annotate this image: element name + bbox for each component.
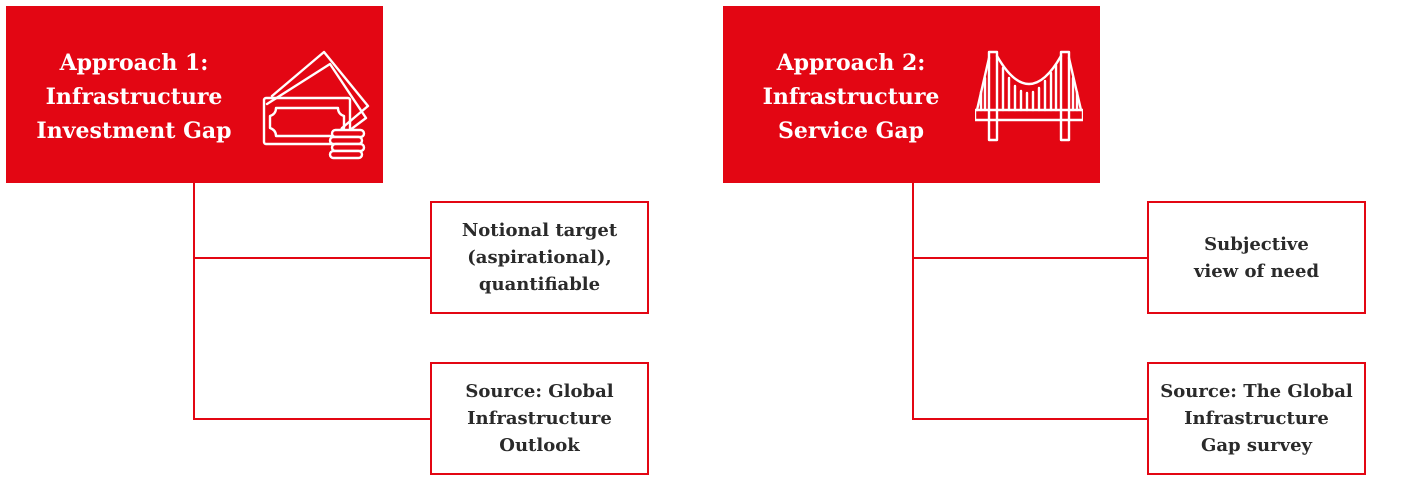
approach-2-trunk-line bbox=[912, 183, 914, 419]
approach-1-target-text: Notional target (aspirational), quantifi… bbox=[461, 220, 618, 295]
approach-2-need-text: Subjective view of need bbox=[1193, 233, 1320, 282]
approach-2-branch-line-2 bbox=[912, 418, 1148, 420]
approach-1-header: Approach 1: Infrastructure Investment Ga… bbox=[6, 6, 383, 183]
approach-2-header: Approach 2: Infrastructure Service Gap bbox=[723, 6, 1100, 183]
approach-2-branch-line-1 bbox=[912, 257, 1148, 259]
approach-1-source-box: Source: Global Infrastructure Outlook bbox=[430, 362, 649, 475]
approach-1-trunk-line bbox=[193, 183, 195, 419]
approach-1-branch-line-2 bbox=[193, 418, 431, 420]
bridge-icon bbox=[975, 50, 1083, 142]
approach-1-branch-line-1 bbox=[193, 257, 431, 259]
approach-2-source-text: Source: The Global Infrastructure Gap su… bbox=[1160, 381, 1353, 456]
approach-1-target-box: Notional target (aspirational), quantifi… bbox=[430, 201, 649, 314]
approach-1-source-text: Source: Global Infrastructure Outlook bbox=[465, 381, 614, 456]
approach-1-title: Approach 1: Infrastructure Investment Ga… bbox=[36, 50, 232, 144]
money-stack-icon bbox=[262, 50, 370, 160]
approach-2-title: Approach 2: Infrastructure Service Gap bbox=[762, 50, 940, 144]
approach-2-need-box: Subjective view of need bbox=[1147, 201, 1366, 314]
approach-2-source-box: Source: The Global Infrastructure Gap su… bbox=[1147, 362, 1366, 475]
